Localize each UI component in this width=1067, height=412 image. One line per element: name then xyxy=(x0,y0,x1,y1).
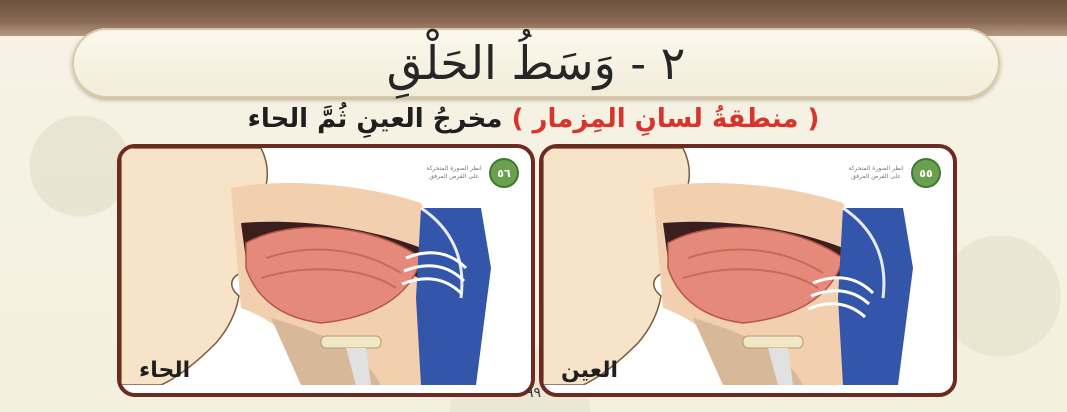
badge-note: انظر الصورة المتحركة على القرص المرفق xyxy=(847,165,905,181)
animation-icon: ٥٥ xyxy=(911,158,941,188)
panel-haa: ٥٦ انظر الصورة المتحركة على القرص المرفق… xyxy=(117,144,535,397)
subtitle-close-paren: ) xyxy=(512,104,524,134)
animation-icon: ٥٦ xyxy=(489,158,519,188)
animation-badge: ٥٦ انظر الصورة المتحركة على القرص المرفق xyxy=(425,158,519,188)
subtitle-rest: مخرجُ العينِ ثُمَّ الحاء xyxy=(248,104,503,134)
badge-note: انظر الصورة المتحركة على القرص المرفق xyxy=(425,165,483,181)
subtitle-red-text: منطقةُ لسانِ المِزمار xyxy=(533,104,799,134)
subtitle: ( منطقةُ لسانِ المِزمار ) مخرجُ العينِ ث… xyxy=(60,104,1007,144)
page-title: ٢ - وَسَطُ الحَلْقِ xyxy=(387,36,686,90)
panel-label-ayn: العين xyxy=(561,358,618,383)
panel-ayn: ٥٥ انظر الصورة المتحركة على القرص المرفق… xyxy=(539,144,957,397)
title-banner: ٢ - وَسَطُ الحَلْقِ xyxy=(72,28,1000,98)
panel-label-haa: الحاء xyxy=(139,358,190,383)
subtitle-open-paren: ( xyxy=(807,104,819,134)
animation-badge: ٥٥ انظر الصورة المتحركة على القرص المرفق xyxy=(847,158,941,188)
page-number: ٩٩ xyxy=(0,385,1067,401)
